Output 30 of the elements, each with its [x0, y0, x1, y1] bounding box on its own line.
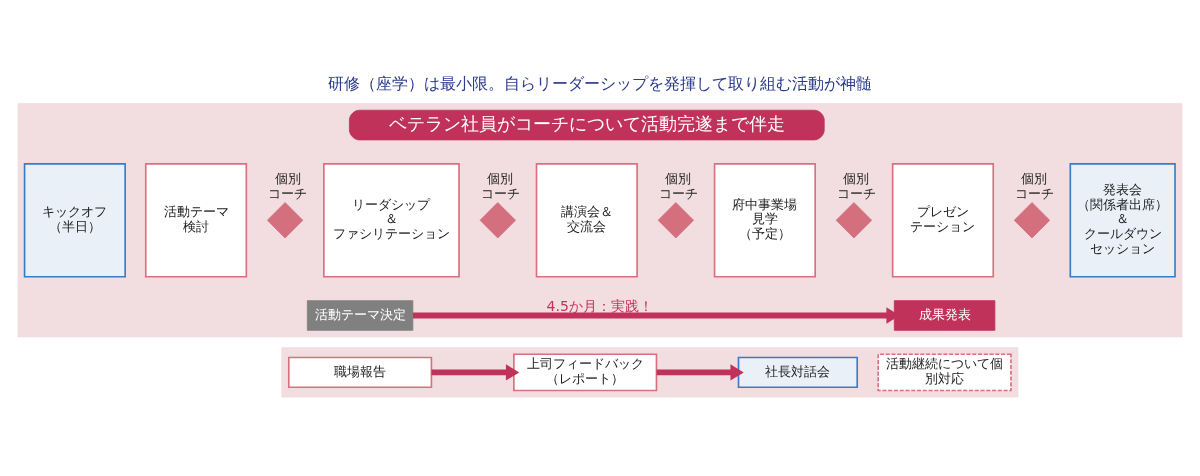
node-diamond — [1013, 202, 1051, 239]
node-box: 上司フィードバック（レポート） — [513, 353, 658, 392]
node-diamond — [479, 202, 516, 239]
node-box: 府中事業場見学（予定） — [713, 162, 816, 278]
node-box: 社長対話会 — [737, 356, 859, 389]
arrow — [431, 364, 520, 381]
node-label: 個別コーチ — [480, 171, 520, 202]
node-box: 成果発表 — [893, 300, 996, 331]
node-box: 職場報告 — [287, 356, 433, 389]
node-box: ベテラン社員がコーチについて活動完遂まで伴走 — [348, 109, 825, 141]
cluster — [17, 103, 1183, 338]
node-label: 個別コーチ — [1014, 171, 1054, 202]
edge-label: 4.5か月：実践！ — [546, 298, 653, 315]
node-box: キックオフ（半日） — [23, 162, 126, 278]
node-box: 講演会＆交流会 — [535, 162, 638, 278]
node-box: 発表会（関係者出席）＆クールダウンセッション — [1069, 162, 1176, 278]
node-diamond — [657, 202, 694, 239]
diagram-title: 研修（座学）は最小限。自らリーダーシップを発揮して取り組む活動が神髄 — [328, 73, 872, 93]
node-box: リーダシップ＆ファシリテーション — [323, 162, 460, 278]
node-box: 活動テーマ決定 — [306, 300, 414, 331]
arrow — [656, 364, 744, 381]
cluster — [281, 347, 1019, 398]
node-box: 活動テーマ検討 — [144, 162, 248, 278]
node-label: 個別コーチ — [658, 171, 698, 202]
node-box: プレゼンテーション — [891, 162, 995, 278]
node-diamond — [835, 202, 873, 239]
node-box: 活動継続について個別対応 — [877, 353, 1012, 392]
node-diamond — [266, 202, 304, 239]
node-label: 個別コーチ — [836, 171, 876, 202]
node-label: 個別コーチ — [268, 171, 308, 202]
